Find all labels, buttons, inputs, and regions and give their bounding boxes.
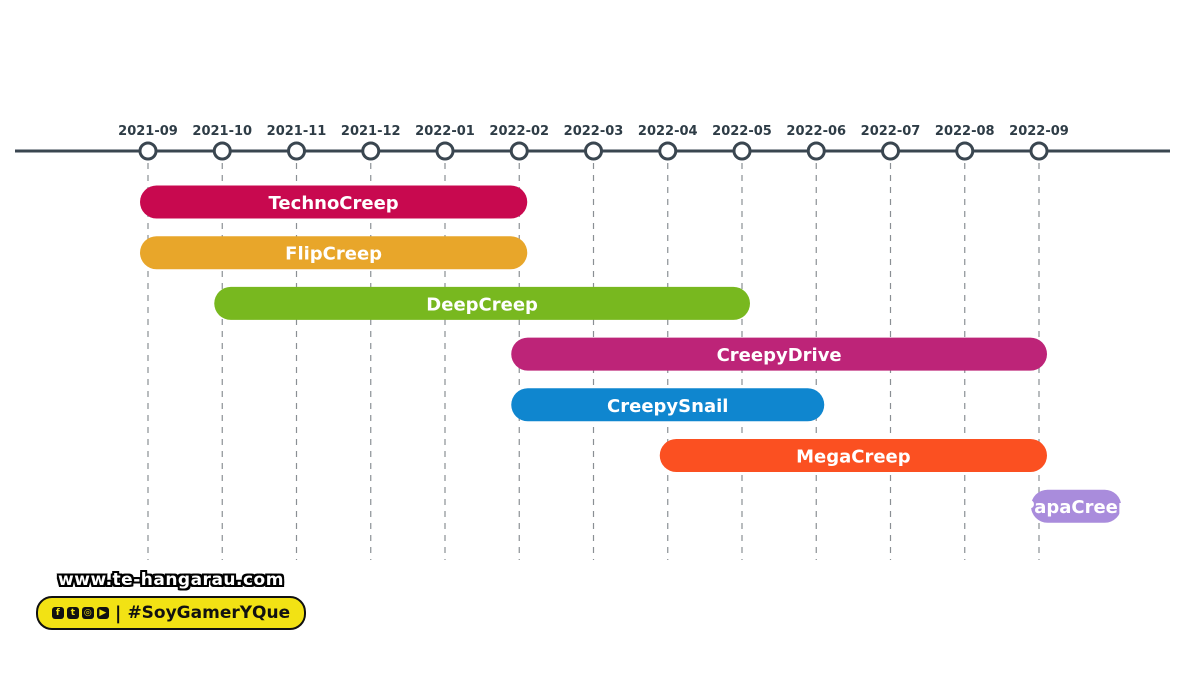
- timeline-ticks: 2021-09 2021-10 2021-11 2021-12 2022-01 2022-…: [118, 124, 1069, 161]
- tick-label: 2022-04: [638, 124, 698, 139]
- social-icons: f t ◎ ▶: [51, 607, 109, 619]
- timeline-node: [1029, 141, 1049, 161]
- timeline-node: [881, 141, 900, 161]
- bar-label: CreepyDrive: [717, 345, 842, 366]
- timeline-node: [361, 141, 381, 161]
- watermark-badge: f t ◎ ▶ | #SoyGamerYQue: [36, 596, 306, 630]
- gantt-bar: [140, 236, 528, 270]
- tick-label: 2022-07: [861, 124, 921, 139]
- bar-fade-overlay: [1150, 486, 1200, 526]
- timeline-node: [287, 141, 306, 161]
- tick-label: 2021-09: [118, 124, 178, 139]
- bar-label: DeepCreep: [426, 294, 538, 315]
- gantt-bar: [214, 286, 750, 320]
- timeline-node: [509, 141, 529, 161]
- timeline-node: [138, 141, 158, 161]
- timeline-node: [584, 141, 603, 161]
- timeline-node: [212, 141, 232, 161]
- timeline-node: [955, 141, 975, 161]
- tick-label: 2022-02: [489, 124, 549, 139]
- watermark-hashtag: #SoyGamerYQue: [127, 603, 291, 623]
- instagram-icon: ◎: [81, 607, 94, 619]
- tick-label: 2022-01: [415, 124, 475, 139]
- tick-label: 2021-10: [192, 124, 252, 139]
- watermark: www.te-hangarau.com f t ◎ ▶ | #SoyGamerY…: [36, 570, 316, 630]
- twitter-icon: t: [66, 607, 79, 619]
- gantt-bar: [1031, 489, 1122, 523]
- bar-label: PapaCreep: [1021, 497, 1130, 518]
- bar-label: TechnoCreep: [269, 193, 399, 214]
- bar-label: FlipCreep: [285, 244, 382, 265]
- gantt-bar: [511, 337, 1047, 371]
- watermark-separator: |: [114, 602, 122, 624]
- tick-label: 2022-05: [712, 124, 772, 139]
- gantt-bar: [659, 439, 1047, 472]
- timeline-node: [435, 141, 455, 161]
- gantt-bar: [140, 185, 528, 219]
- gantt-bars: TechnoCreepFlipCreepDeepCreepCreepyDrive…: [140, 185, 1131, 523]
- watermark-url: www.te-hangarau.com: [58, 570, 284, 590]
- timeline-node: [732, 141, 752, 161]
- timeline-node: [658, 141, 678, 161]
- bar-label: CreepySnail: [607, 396, 728, 417]
- tick-label: 2022-09: [1009, 124, 1069, 139]
- tick-label: 2022-08: [935, 124, 995, 139]
- tick-label: 2022-03: [564, 124, 624, 139]
- tick-label: 2022-06: [786, 124, 846, 139]
- gantt-bar: [511, 388, 825, 422]
- youtube-icon: ▶: [96, 607, 109, 619]
- tick-label: 2021-11: [267, 124, 327, 139]
- facebook-icon: f: [51, 607, 64, 619]
- timeline-node: [806, 141, 826, 161]
- tick-label: 2021-12: [341, 124, 401, 139]
- bar-label: MegaCreep: [796, 447, 911, 468]
